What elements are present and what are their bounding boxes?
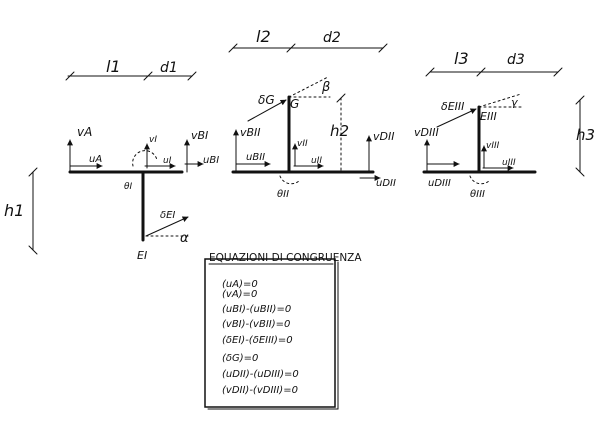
dimension-d3: d3 bbox=[480, 52, 563, 77]
dim-d3-label: d3 bbox=[507, 52, 525, 68]
equations-frame bbox=[204, 258, 336, 408]
arrow-dEIII bbox=[436, 108, 477, 128]
label-vBI: vBI bbox=[191, 129, 208, 142]
label-vBII: vBII bbox=[240, 126, 261, 139]
dimension-d1: d1 bbox=[147, 60, 197, 81]
label-vDII: vDII bbox=[373, 130, 394, 143]
label-uDII: uDII bbox=[376, 178, 396, 189]
rotation-arc-three bbox=[469, 175, 491, 185]
label-uBII: uBII bbox=[246, 152, 265, 163]
equation-line-2: (vA)=0 bbox=[222, 289, 257, 300]
dimension-h2: h2 bbox=[330, 93, 349, 171]
label-uA: uA bbox=[89, 154, 102, 165]
label-uBI: uBI bbox=[203, 155, 219, 166]
frame-two: δG β G vBII uBII vII uII θII vDII uDII bbox=[231, 76, 396, 200]
equation-line-3: (uBI)-(uBII)=0 bbox=[222, 304, 291, 315]
label-uIII: uIII bbox=[502, 158, 516, 168]
label-dG: δG bbox=[258, 93, 275, 107]
equation-line-7: (uDII)-(uDIII)=0 bbox=[222, 369, 299, 380]
rotation-arc-one bbox=[132, 150, 158, 167]
arrow-dEI bbox=[145, 216, 189, 237]
label-EIII: EIII bbox=[480, 110, 497, 123]
label-thI: θI bbox=[124, 182, 133, 192]
frame-one: vA uA vI uI θI vBI uBI δEI α EI bbox=[67, 125, 219, 262]
label-dEIII: δEIII bbox=[441, 100, 464, 113]
dimension-l2: l2 bbox=[228, 27, 296, 53]
label-vIII: vIII bbox=[486, 141, 500, 151]
dimension-l1: l1 bbox=[65, 57, 153, 81]
label-thII: θII bbox=[277, 189, 289, 200]
reference-line-g bbox=[288, 76, 329, 98]
label-vI: vI bbox=[149, 135, 157, 145]
dim-l3-label: l3 bbox=[454, 49, 469, 68]
arrow-dG bbox=[247, 99, 287, 122]
equations-box: EQUAZIONI DI CONGRUENZA (uA)=0 (vA)=0 (u… bbox=[204, 252, 362, 410]
dimension-d2: d2 bbox=[290, 30, 388, 53]
label-EI: EI bbox=[137, 249, 147, 262]
equations-title: EQUAZIONI DI CONGRUENZA bbox=[209, 252, 362, 264]
dim-h1-label: h1 bbox=[4, 201, 24, 220]
label-thIII: θIII bbox=[470, 189, 485, 200]
label-G: G bbox=[290, 97, 299, 111]
dim-d1-label: d1 bbox=[160, 60, 178, 76]
frame-three: δEIII EIII γ vDIII uDIII vIII uIII θIII bbox=[414, 93, 537, 200]
label-dEI: δEI bbox=[160, 210, 175, 221]
label-alpha: α bbox=[180, 231, 189, 246]
dim-l1-label: l1 bbox=[106, 57, 121, 76]
label-uDIII: uDIII bbox=[428, 178, 451, 189]
label-uI: uI bbox=[163, 156, 172, 166]
dimension-l3: l3 bbox=[425, 49, 486, 77]
equation-line-4: (vBI)-(vBII)=0 bbox=[222, 319, 290, 330]
rotation-arc-two bbox=[279, 175, 301, 185]
dim-h3-label: h3 bbox=[576, 126, 595, 144]
label-uII: uII bbox=[311, 156, 322, 166]
label-beta: β bbox=[321, 80, 330, 95]
dimension-h1: h1 bbox=[4, 167, 38, 255]
label-gamma: γ bbox=[511, 96, 518, 109]
equation-line-8: (vDII)-(vDIII)=0 bbox=[222, 385, 298, 396]
label-vII: vII bbox=[297, 139, 308, 149]
equation-line-6: (δG)=0 bbox=[222, 353, 258, 364]
equation-line-1: (uA)=0 bbox=[222, 279, 258, 290]
label-vA: vA bbox=[77, 125, 92, 139]
reference-line-eiii bbox=[478, 93, 522, 108]
dim-l2-label: l2 bbox=[256, 27, 271, 46]
dim-h2-label: h2 bbox=[330, 122, 349, 140]
label-vDIII: vDIII bbox=[414, 126, 439, 139]
dim-d2-label: d2 bbox=[323, 30, 341, 46]
dimension-h3: h3 bbox=[575, 95, 595, 177]
equation-line-5: (δEI)-(δEIII)=0 bbox=[222, 335, 293, 346]
